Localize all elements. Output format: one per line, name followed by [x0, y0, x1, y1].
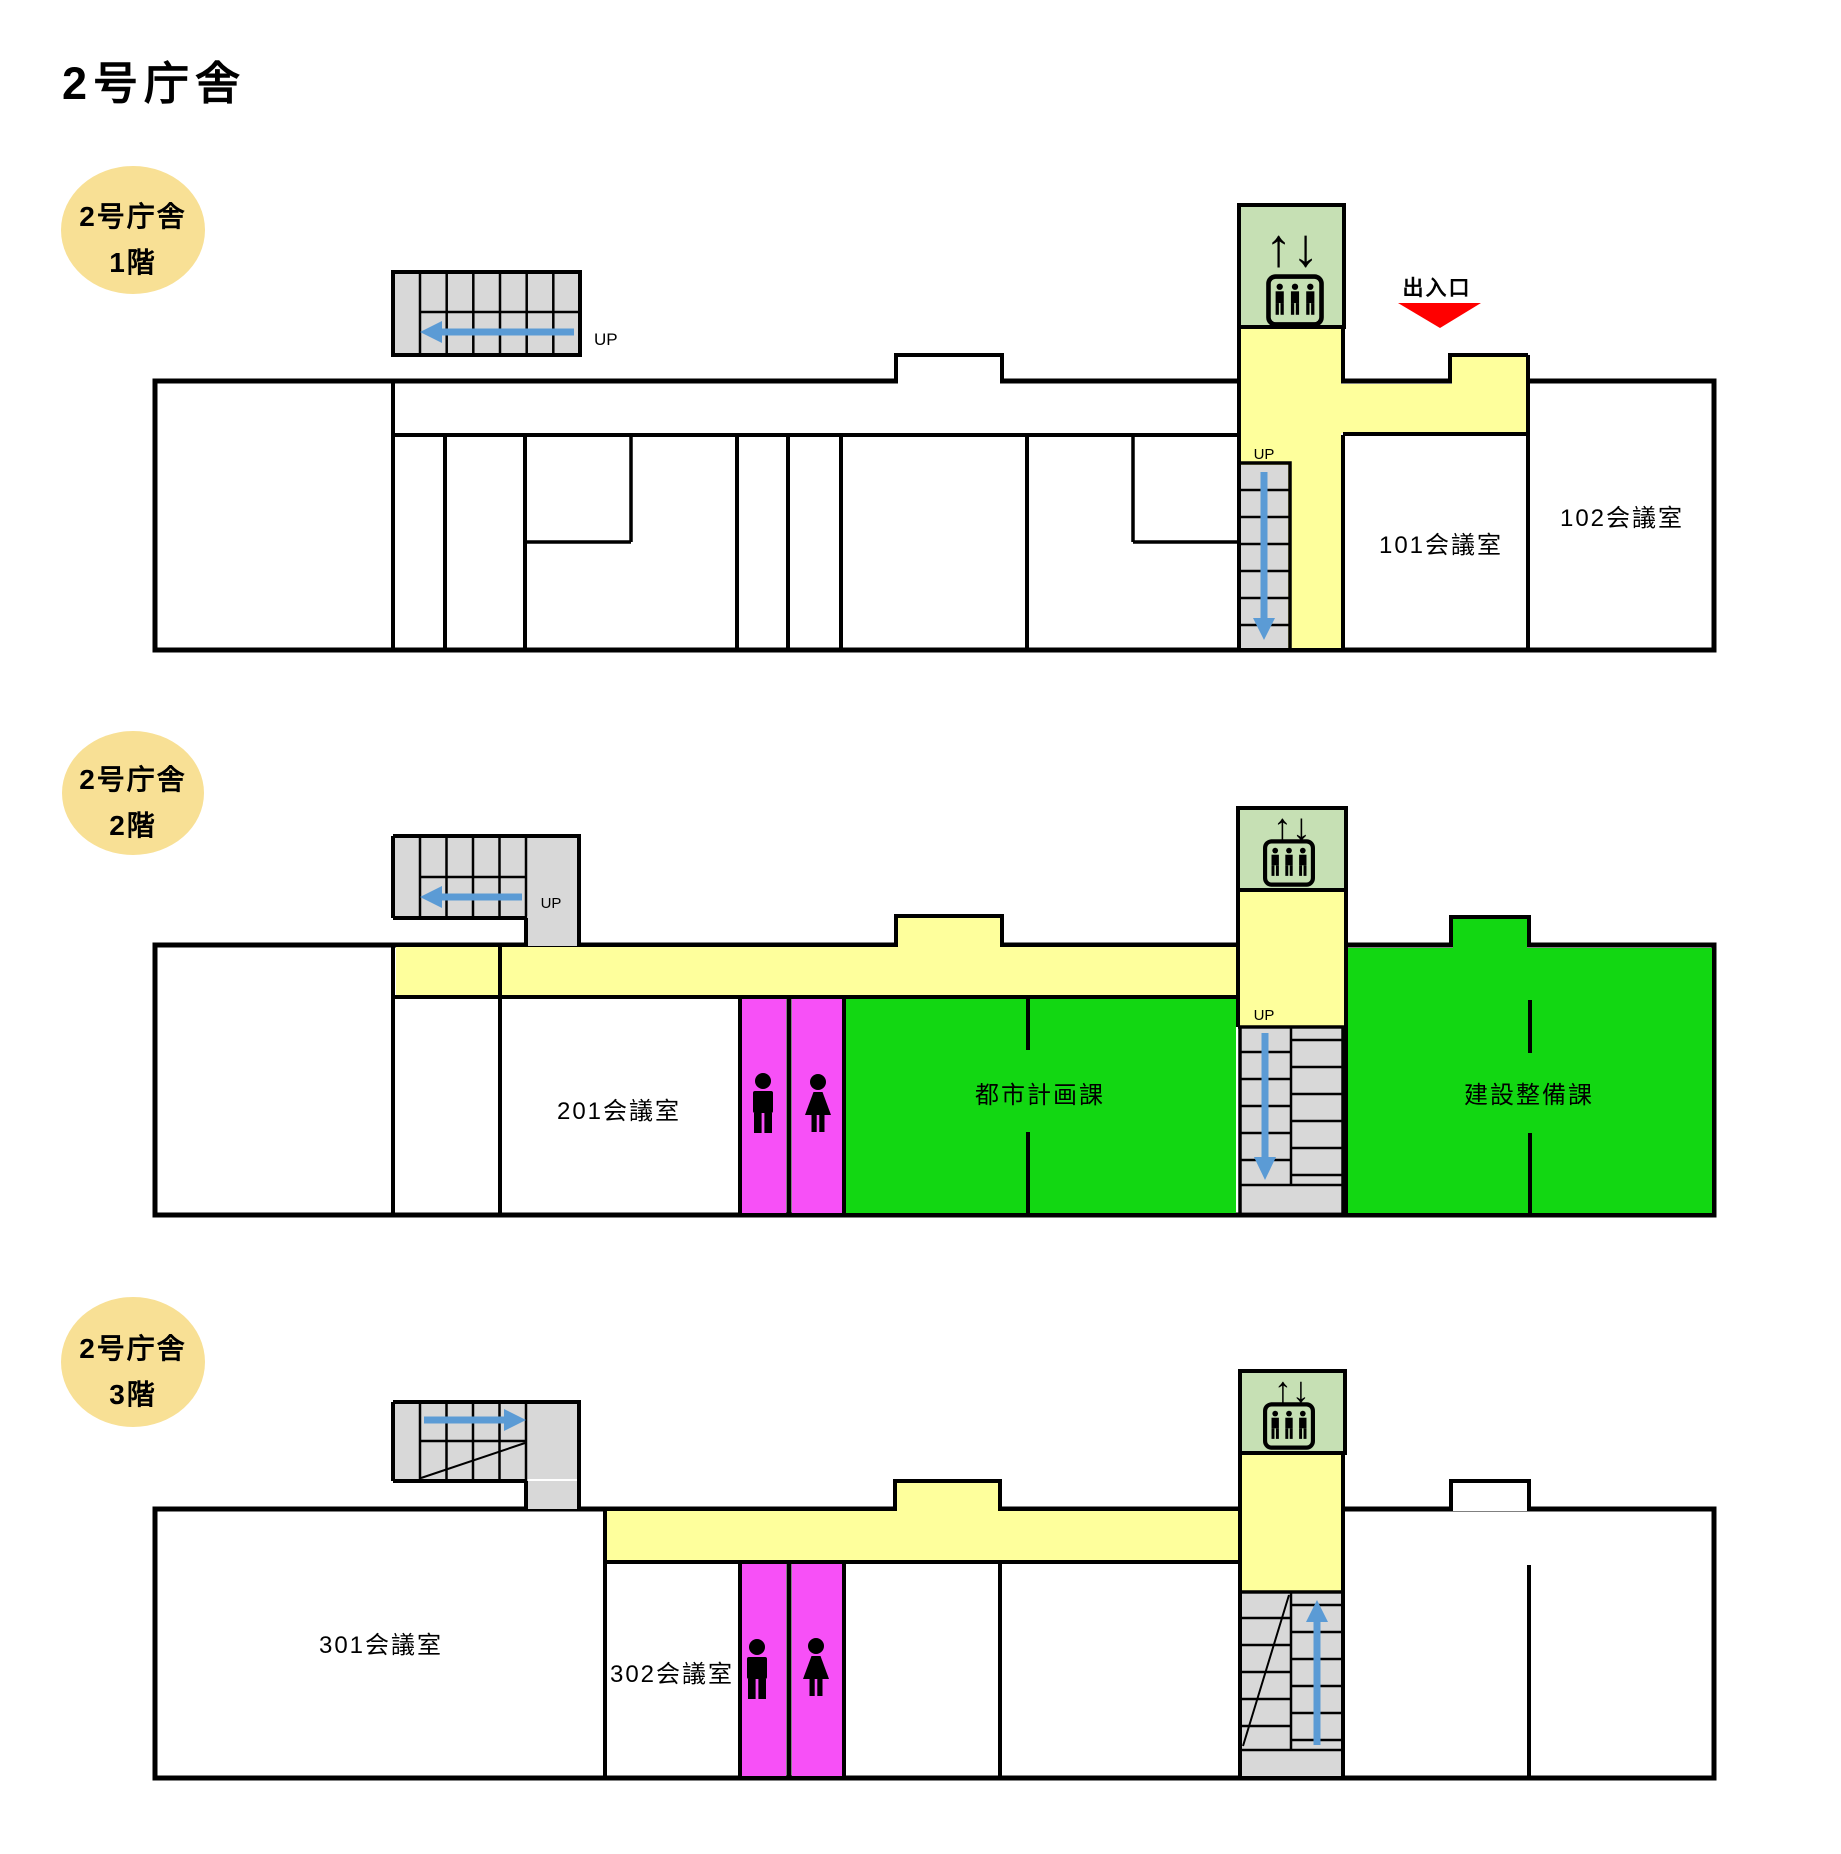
floor1-stairs-topleft: [395, 274, 578, 353]
floor-3: ↑↓ 301会議室 302会議室: [152, 1369, 1717, 1781]
floor3-stairs-diagonals: [420, 1442, 1290, 1747]
room-101: 101会議室: [1379, 532, 1503, 559]
page-title: 2号庁舎: [62, 58, 246, 109]
floor3-stairs-topleft-steps: [418, 1402, 528, 1481]
elevator-updown-arrows-icon: ↑↓: [1265, 218, 1319, 278]
floor1-top-bump: [898, 355, 1000, 384]
room-construction-bump: [1453, 919, 1527, 948]
floor-2: ↑↓ UP UP 201会議室 都市計画課 建設整備課: [152, 806, 1717, 1218]
entrance-arrow-icon: [1398, 303, 1481, 328]
floor1-stairs-down-arrow-icon: [1253, 472, 1275, 640]
floor3-stairs-up-arrow-icon: [1306, 1600, 1328, 1745]
room-102: 102会議室: [1560, 505, 1684, 532]
floor2-up-label: UP: [541, 895, 562, 912]
badge-line2: 2階: [109, 810, 157, 841]
room-302: 302会議室: [610, 1661, 734, 1688]
floor2-up-mid-label: UP: [1254, 1007, 1275, 1024]
badge-floor-3: 2号庁舎 3階: [61, 1297, 205, 1427]
badge-line2: 3階: [109, 1379, 157, 1410]
floor3-elevator: ↑↓: [1238, 1369, 1347, 1455]
badge-line1: 2号庁舎: [79, 200, 187, 232]
floor1-entrance: 出入口: [1398, 277, 1481, 328]
floor1-stairs-up-arrow-icon: [420, 321, 574, 343]
floor2-stairs-topleft-steps: [418, 836, 528, 918]
room-construction-label: 建設整備課: [1464, 1082, 1594, 1109]
entrance-label: 出入口: [1403, 277, 1472, 300]
room-201: 201会議室: [557, 1098, 681, 1125]
floor1-up-label: UP: [594, 330, 618, 349]
floor1-stairs-mid-border: [1239, 461, 1292, 648]
floor2-stairs-down-arrow-icon: [1254, 1033, 1276, 1180]
floor-1: ↑↓ 出入口 UP UP 101会議室 102会議室: [152, 203, 1717, 653]
floor2-stairs-topleft: [395, 838, 577, 946]
floor1-subroom-walls: [525, 436, 1239, 544]
floor2-stairs-up-arrow-icon: [420, 886, 522, 908]
floor3-stairs-right-arrow-icon: [424, 1409, 526, 1431]
room-urban-planning-area: [846, 999, 1236, 1213]
badge-line1: 2号庁舎: [79, 763, 187, 795]
badge-line2: 1階: [109, 247, 157, 278]
floor3-inner-walls: [391, 1400, 1531, 1778]
floor1-stairs-topleft-steps: [418, 272, 580, 355]
badge-floor-1: 2号庁舎 1階: [61, 166, 205, 294]
floor2-corridor: [396, 890, 1344, 1027]
room-urban-planning-label: 都市計画課: [975, 1082, 1105, 1109]
floor1-stairs-topleft-border: [391, 270, 582, 357]
badge-circle: [61, 166, 205, 294]
badge-circle: [61, 1297, 205, 1427]
badge-line1: 2号庁舎: [79, 1332, 187, 1364]
room-301: 301会議室: [319, 1632, 443, 1659]
floor3-top-bump: [1453, 1483, 1527, 1511]
floor1-inner-walls: [391, 327, 1530, 650]
badge-floor-2: 2号庁舎 2階: [62, 731, 204, 855]
floor3-corridor: [607, 1453, 1341, 1592]
floor1-up-mid-label: UP: [1254, 446, 1275, 463]
floor2-elevator: ↑↓: [1236, 806, 1348, 892]
floor2-inner-walls: [391, 834, 1532, 1215]
floor1-elevator: ↑↓: [1237, 203, 1346, 329]
badge-circle: [62, 731, 204, 855]
